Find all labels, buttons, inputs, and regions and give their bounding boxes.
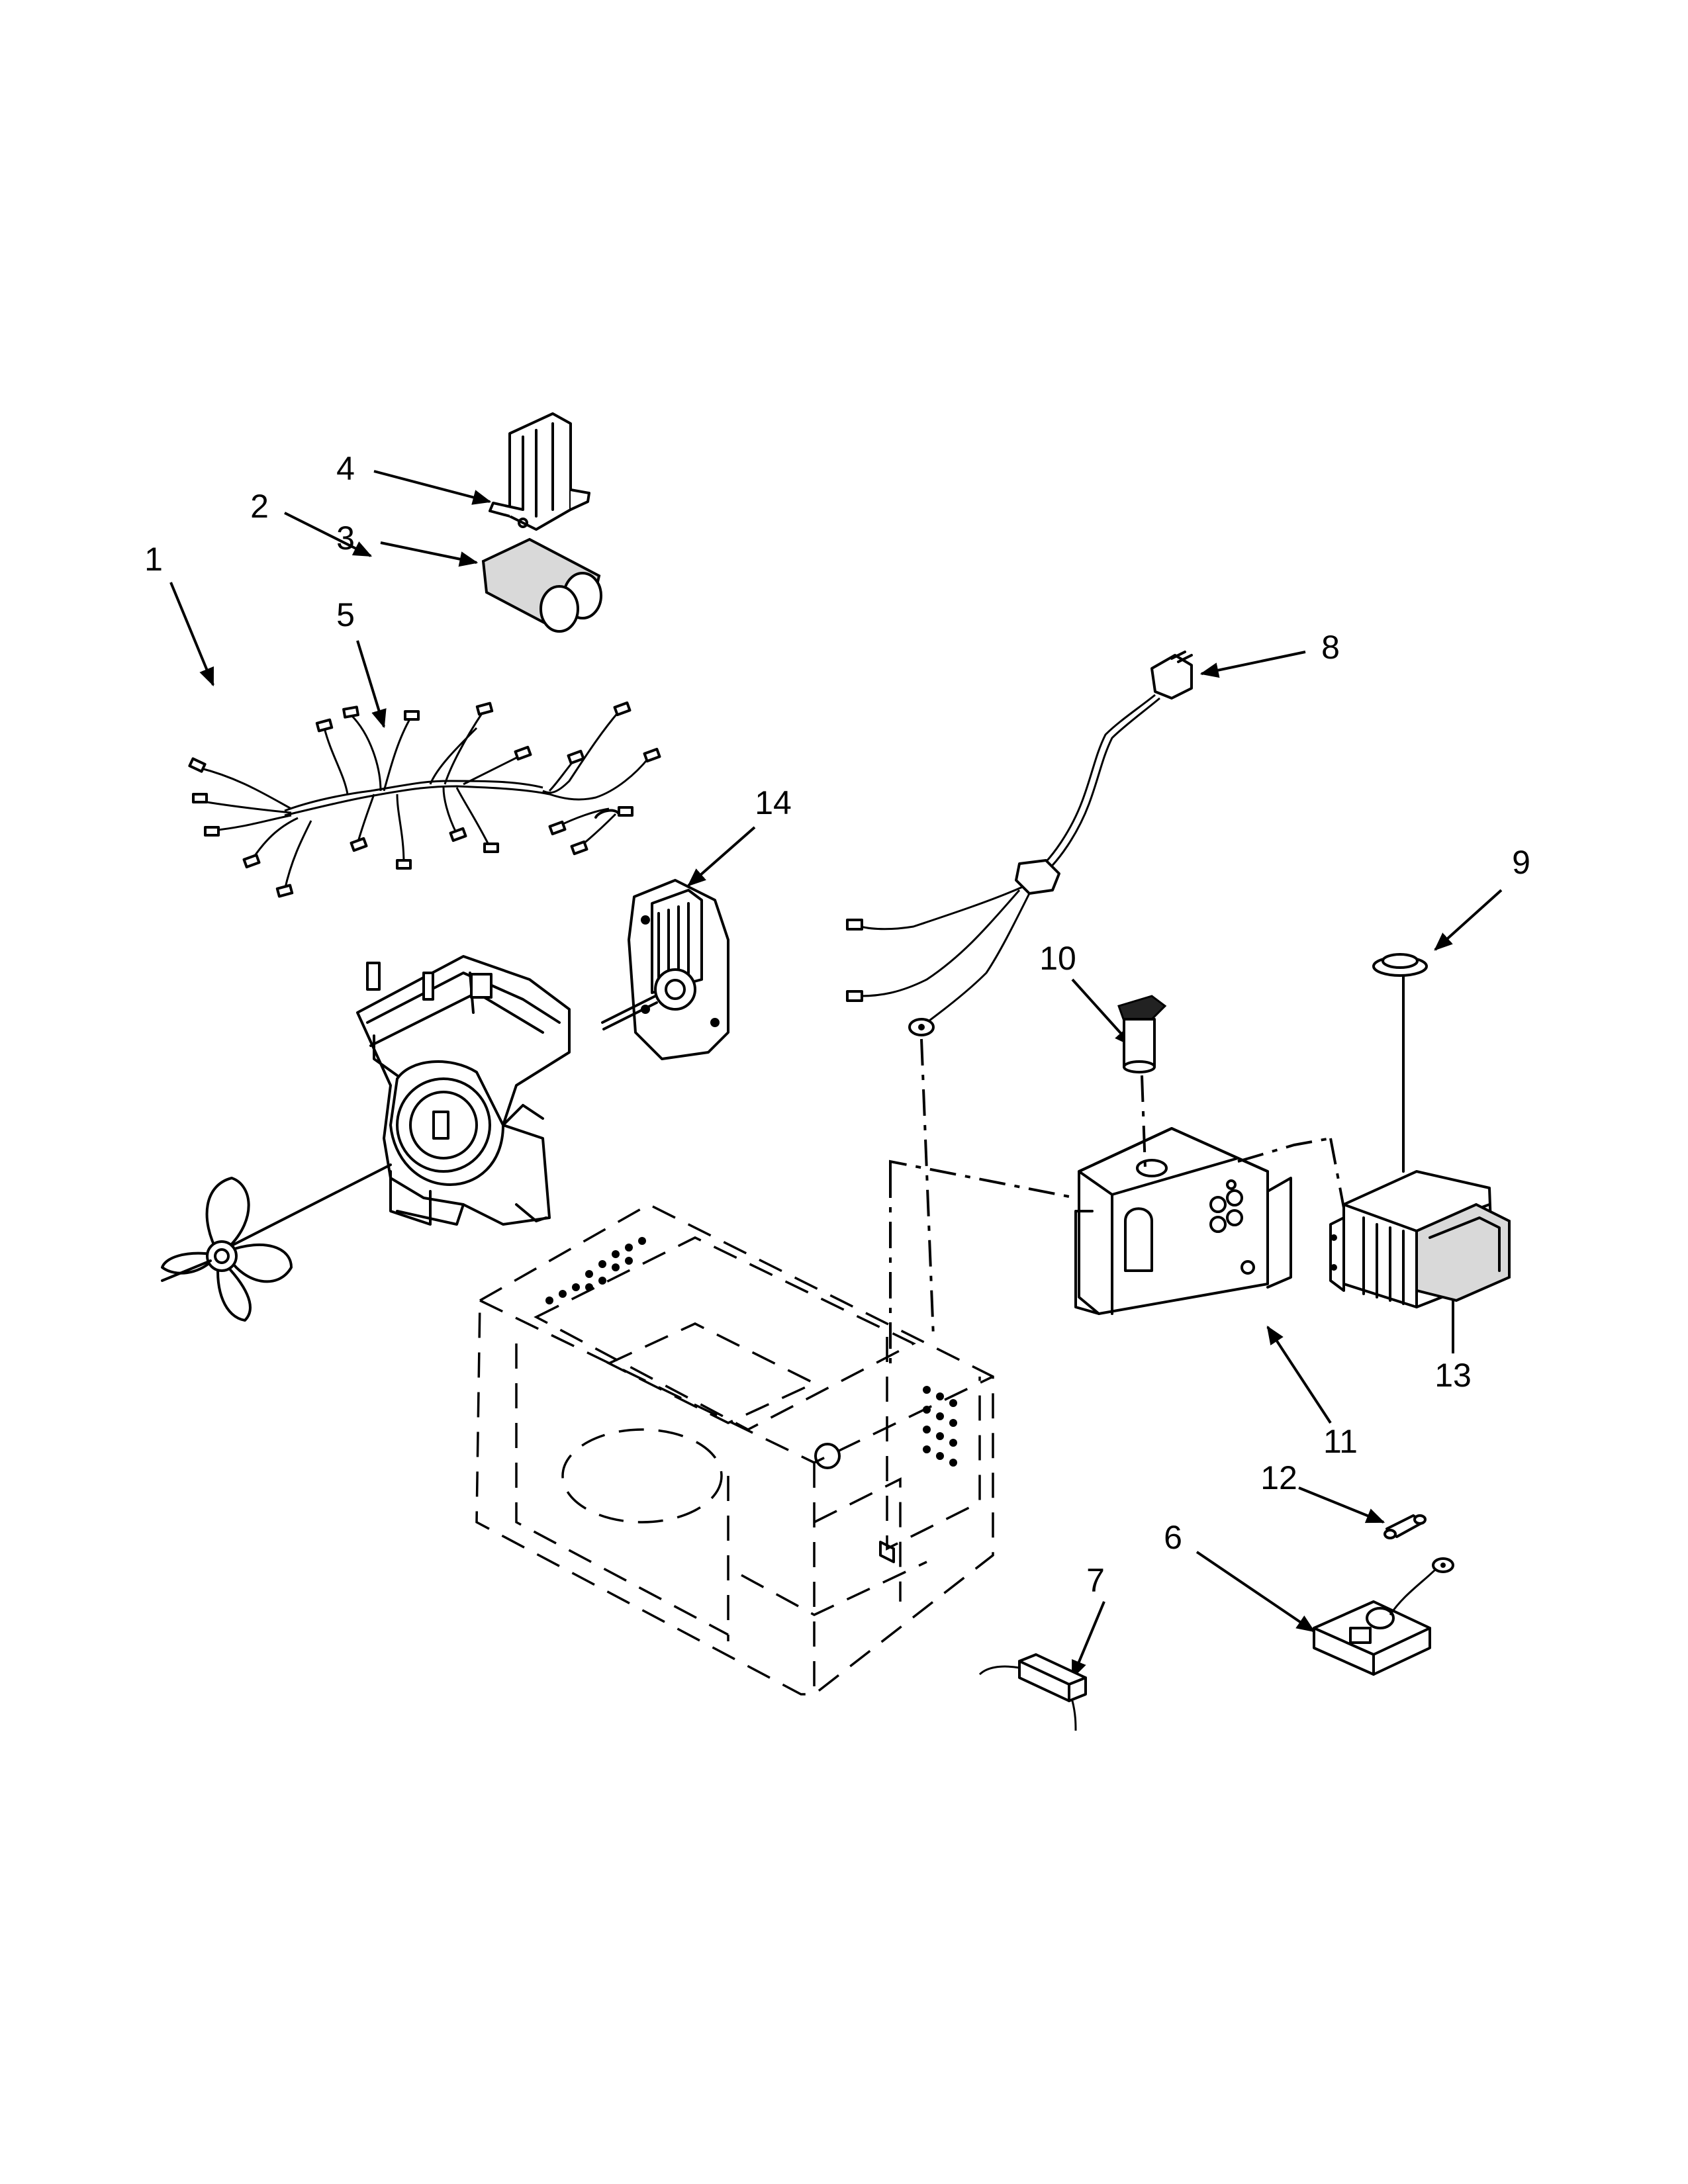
callout-3: 3 bbox=[336, 520, 355, 557]
fuse-part bbox=[1383, 1514, 1427, 1539]
capacitor-part bbox=[481, 537, 602, 633]
callout-2: 2 bbox=[250, 488, 269, 525]
callout-7: 7 bbox=[1086, 1562, 1105, 1599]
leader-8 bbox=[1199, 651, 1306, 678]
callout-10: 10 bbox=[1039, 940, 1076, 977]
power-cord-part bbox=[846, 651, 1193, 1036]
callout-11: 11 bbox=[1323, 1423, 1358, 1460]
magnetron-bracket-part bbox=[1074, 1127, 1292, 1315]
callout-9: 9 bbox=[1512, 844, 1530, 881]
callout-8: 8 bbox=[1321, 629, 1340, 666]
callout-4: 4 bbox=[336, 450, 355, 487]
leader-14 bbox=[687, 826, 756, 887]
motor-part bbox=[601, 879, 729, 1060]
leader-11 bbox=[1266, 1326, 1332, 1424]
callout-13: 13 bbox=[1434, 1357, 1472, 1394]
thermostat-part bbox=[1372, 953, 1428, 1173]
leader-12 bbox=[1298, 1486, 1385, 1524]
harness-terminals bbox=[188, 701, 661, 898]
leader-9 bbox=[1434, 889, 1503, 951]
leader-lines bbox=[169, 470, 1503, 1680]
leader-1 bbox=[169, 582, 214, 687]
callout-1: 1 bbox=[144, 541, 163, 578]
callout-6: 6 bbox=[1164, 1519, 1182, 1556]
leader-6 bbox=[1196, 1551, 1315, 1633]
leader-3 bbox=[380, 541, 479, 567]
wiring-harness-part bbox=[188, 701, 661, 898]
capacitor-bracket-part bbox=[489, 412, 590, 531]
cavity-vent-holes bbox=[545, 1237, 957, 1467]
callout-14: 14 bbox=[755, 784, 792, 821]
callout-12: 12 bbox=[1260, 1459, 1297, 1496]
magnetron-part bbox=[1329, 1170, 1511, 1308]
leader-4 bbox=[373, 470, 492, 505]
noise-filter-part bbox=[1313, 1557, 1454, 1676]
leader-5 bbox=[356, 640, 387, 729]
fan-blade-part bbox=[161, 1163, 392, 1322]
callout-5: 5 bbox=[336, 596, 355, 633]
microwave-cavity-outline bbox=[475, 1203, 994, 1696]
sensor-part bbox=[978, 1653, 1087, 1731]
thermal-fuse-part bbox=[1117, 995, 1167, 1073]
leader-10 bbox=[1071, 978, 1133, 1047]
fan-shroud-part bbox=[356, 955, 571, 1226]
assembly-lines bbox=[889, 1038, 1345, 1363]
leader-2 bbox=[284, 512, 373, 557]
leader-7 bbox=[1071, 1601, 1105, 1680]
